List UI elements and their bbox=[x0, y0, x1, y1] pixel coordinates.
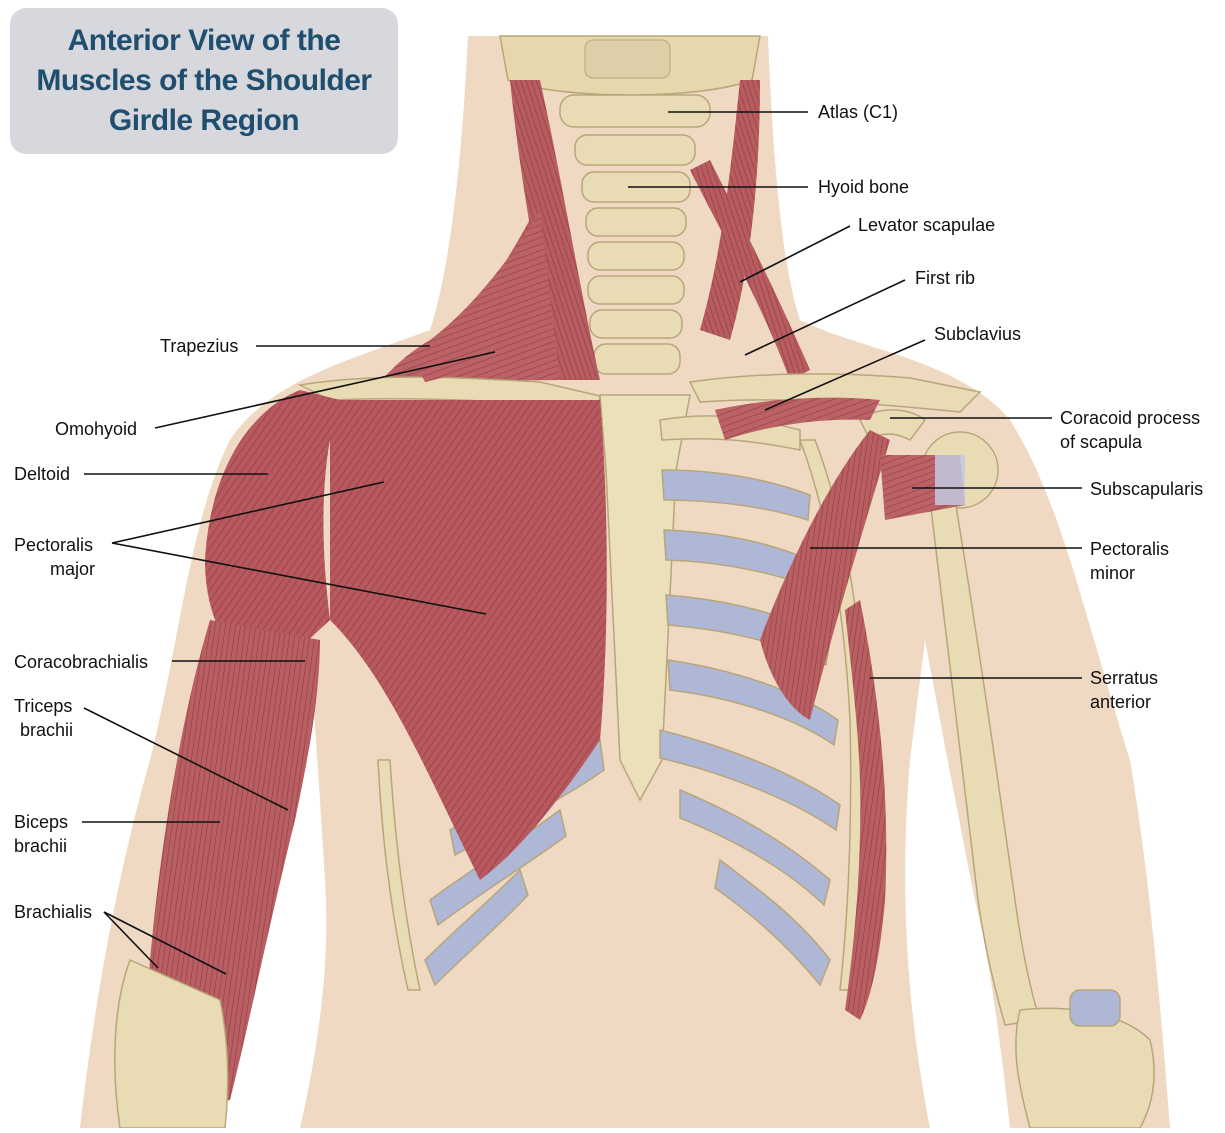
label-biceps-line2: brachii bbox=[14, 834, 67, 858]
label-coracoid-line1: Coracoid process bbox=[1060, 406, 1200, 430]
title-panel: Anterior View of the Muscles of the Shou… bbox=[10, 8, 398, 154]
label-triceps-line1: Triceps bbox=[14, 694, 72, 718]
label-coracobrachialis: Coracobrachialis bbox=[14, 650, 148, 674]
title-line-1: Anterior View of the bbox=[68, 21, 341, 61]
label-pectoralis-major-line2: major bbox=[50, 557, 95, 581]
label-hyoid-bone: Hyoid bone bbox=[818, 175, 909, 199]
title-line-2: Muscles of the Shoulder bbox=[36, 61, 371, 101]
label-atlas: Atlas (C1) bbox=[818, 100, 898, 124]
label-triceps-line2: brachii bbox=[20, 718, 73, 742]
title-line-3: Girdle Region bbox=[109, 101, 299, 141]
label-coracoid-line2: of scapula bbox=[1060, 430, 1142, 454]
label-serratus-line2: anterior bbox=[1090, 690, 1151, 714]
label-subscapularis: Subscapularis bbox=[1090, 477, 1203, 501]
label-pectoralis-minor-line1: Pectoralis bbox=[1090, 537, 1169, 561]
label-pectoralis-minor-line2: minor bbox=[1090, 561, 1135, 585]
label-brachialis: Brachialis bbox=[14, 900, 92, 924]
label-biceps-line1: Biceps bbox=[14, 810, 68, 834]
label-serratus-line1: Serratus bbox=[1090, 666, 1158, 690]
label-first-rib: First rib bbox=[915, 266, 975, 290]
label-subclavius: Subclavius bbox=[934, 322, 1021, 346]
label-pectoralis-major-line1: Pectoralis bbox=[14, 533, 93, 557]
label-deltoid: Deltoid bbox=[14, 462, 70, 486]
label-trapezius: Trapezius bbox=[160, 334, 238, 358]
label-omohyoid: Omohyoid bbox=[55, 417, 137, 441]
label-levator-scapulae: Levator scapulae bbox=[858, 213, 995, 237]
